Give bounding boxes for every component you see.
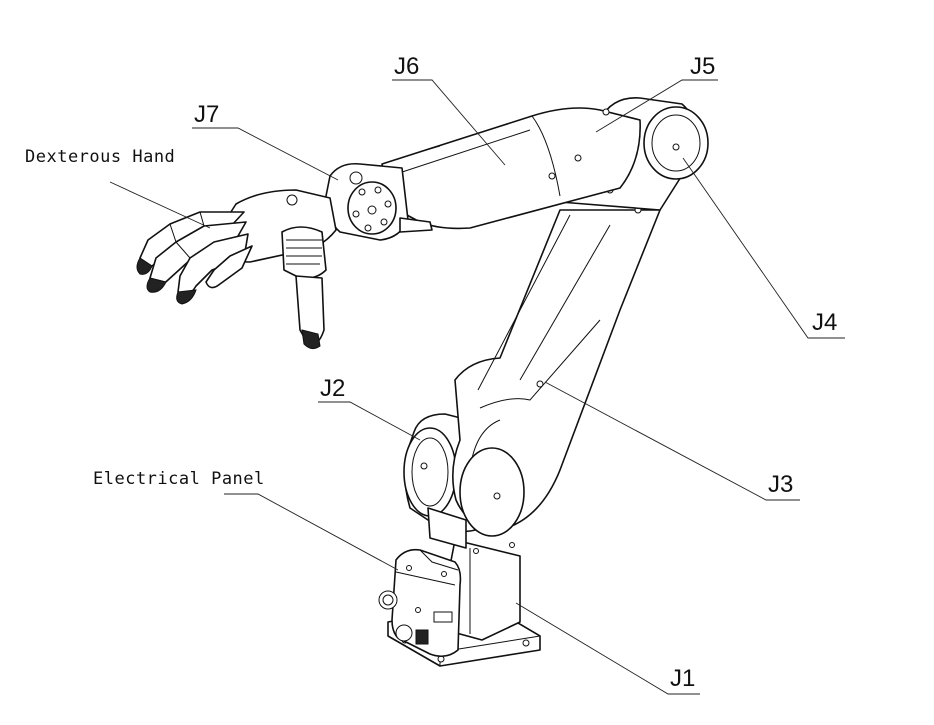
leader-lines	[109, 79, 845, 695]
leader-j3	[544, 381, 800, 501]
leader-j5	[595, 79, 718, 133]
label-j1: J1	[670, 665, 695, 692]
j3-upper-arm	[452, 206, 661, 537]
label-j4: J4	[812, 309, 837, 336]
dexterous-hand	[136, 189, 337, 350]
label-dexterous-hand: Dexterous Hand	[25, 147, 175, 167]
leader-j2	[318, 401, 421, 441]
label-j6: J6	[394, 53, 419, 80]
robot-arm-drawing	[136, 97, 709, 667]
electrical-panel-box	[378, 548, 462, 658]
leader-j7	[192, 127, 339, 181]
leader-j1	[515, 602, 700, 695]
label-j7: J7	[194, 101, 219, 128]
label-j2: J2	[320, 375, 345, 402]
leader-electrical-panel	[224, 493, 399, 571]
leader-dexterous-hand	[109, 181, 211, 229]
leader-j6	[392, 79, 506, 166]
forearm	[381, 107, 641, 230]
label-j5: J5	[690, 53, 715, 80]
label-electrical-panel: Electrical Panel	[93, 469, 265, 489]
leader-j4	[682, 157, 845, 339]
labels: Dexterous Hand Electrical Panel J7 J6 J5…	[25, 53, 837, 692]
label-j3: J3	[768, 471, 793, 498]
